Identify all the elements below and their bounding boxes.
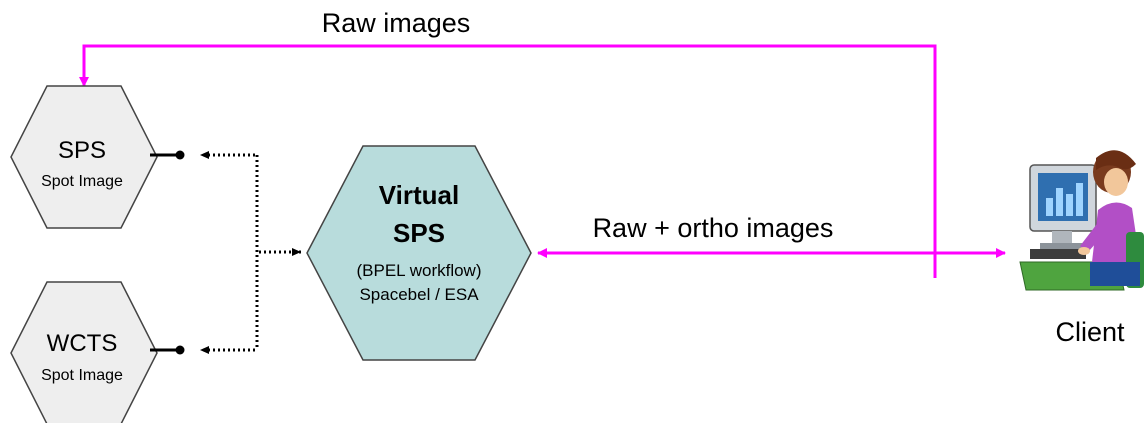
sps-title: SPS [58, 137, 106, 164]
dotted-links [200, 151, 301, 354]
sps-connector-ball [175, 150, 185, 160]
virtual-sps-title-line1: Virtual [379, 180, 459, 210]
client-label: Client [1055, 317, 1125, 347]
wcts-title: WCTS [47, 330, 118, 357]
virtual-sps-hexagon [306, 145, 532, 361]
wcts-connector-ball [175, 345, 185, 355]
virtual-sps-title-line2: SPS [393, 218, 445, 248]
sps-subtitle: Spot Image [41, 173, 123, 190]
virtual-sps-node: Virtual SPS (BPEL workflow) Spacebel / E… [306, 145, 532, 361]
sps-hexagon [10, 85, 158, 229]
raw-images-label: Raw images [322, 8, 471, 38]
raw-ortho-images-label: Raw + ortho images [593, 213, 834, 243]
wcts-hexagon [10, 281, 158, 423]
sps-node: SPS Spot Image [10, 85, 158, 229]
wcts-node: WCTS Spot Image [10, 281, 158, 423]
wcts-subtitle: Spot Image [41, 367, 123, 384]
client-computer-user-icon [1019, 150, 1144, 291]
virtual-sps-line3: (BPEL workflow) [356, 261, 481, 280]
virtual-sps-line4: Spacebel / ESA [359, 285, 479, 304]
raw-images-flow-line [79, 44, 937, 278]
